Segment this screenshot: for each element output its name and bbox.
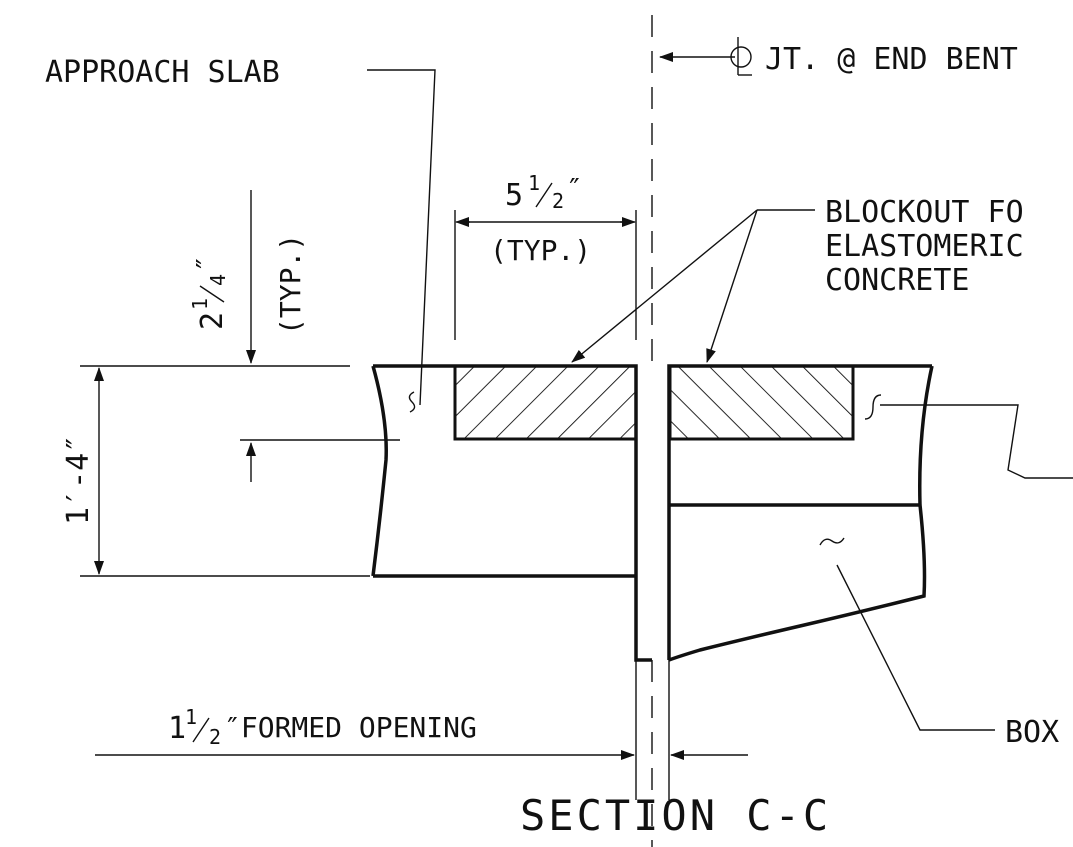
dim-left-den: 4 [206, 274, 230, 286]
blockout-left [453, 364, 638, 441]
box-label: BOX [1005, 715, 1059, 750]
opening-num: 1 [185, 705, 197, 729]
blockout-label-line1: BLOCKOUT FO [825, 195, 1024, 230]
dim-top-den: 2 [552, 189, 564, 213]
dim-blockout-depth: 2 1 4 ″ (TYP.) [188, 190, 400, 482]
dim-left-inch: ″ [190, 255, 223, 272]
dim-top-whole: 5 [505, 178, 523, 213]
dim-top-inch: ″ [566, 172, 583, 205]
dim-blockout-width: 5 1 2 ″ (TYP.) [454, 171, 637, 340]
blockout-right [668, 364, 855, 441]
break-mark-symbol-box [819, 537, 845, 546]
end-bent [667, 364, 934, 662]
opening-text: ″FORMED OPENING [224, 711, 477, 744]
dim-left-num: 1 [188, 298, 212, 310]
opening-den: 2 [209, 725, 221, 749]
dim-left-whole: 2 [195, 312, 230, 330]
centerline-label: JT. @ END BENT [765, 42, 1018, 77]
break-mark-symbol [408, 391, 416, 413]
dim-depth-label: 1′-4″ [61, 435, 96, 525]
approach-slab-callout: APPROACH SLAB [45, 55, 436, 413]
dim-formed-opening: 1 1 2 ″FORMED OPENING [95, 660, 748, 800]
right-leader [880, 404, 1073, 479]
approach-slab [371, 364, 652, 662]
dim-slab-depth: 1′-4″ [61, 365, 370, 577]
approach-slab-label: APPROACH SLAB [45, 55, 280, 90]
dim-top-num: 1 [528, 171, 540, 195]
box-callout: BOX [836, 564, 1059, 750]
dim-top-typ: (TYP.) [490, 234, 591, 267]
dim-left-typ: (TYP.) [274, 234, 307, 335]
blockout-callout: BLOCKOUT FO ELASTOMERIC CONCRETE [571, 195, 1024, 363]
break-mark-symbol-right [864, 394, 882, 420]
blockout-label-line3: CONCRETE [825, 263, 970, 298]
section-title: SECTION C-C [520, 791, 831, 840]
blockout-label-line2: ELASTOMERIC [825, 229, 1024, 264]
centerline-symbol [730, 37, 752, 76]
break-mark-right [668, 365, 934, 662]
opening-whole: 1 [168, 711, 186, 746]
centerline-joint: JT. @ END BENT [651, 15, 1018, 847]
break-mark-left [371, 365, 388, 577]
